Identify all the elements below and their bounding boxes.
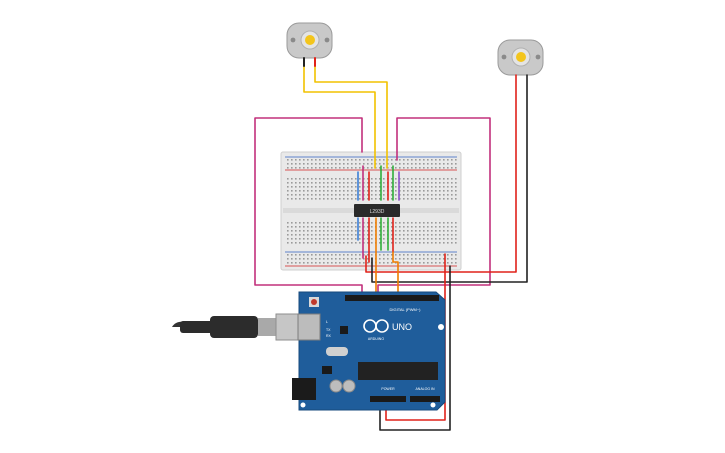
wires	[254, 57, 528, 431]
analog-header-label: ANALOG IN	[415, 387, 435, 391]
wire-magenta-right	[377, 117, 491, 297]
wire-magenta-left	[254, 117, 363, 297]
breadboard-holes	[287, 159, 457, 264]
power-header-label: POWER	[381, 387, 395, 391]
rx-label: RX	[326, 334, 332, 338]
usb-jack	[297, 313, 321, 341]
regulator	[322, 366, 332, 374]
atmega-chip	[358, 362, 438, 380]
dc-motor-left[interactable]	[286, 22, 333, 59]
arduino-logo-icon	[363, 319, 389, 333]
analog-pin-header	[410, 396, 440, 402]
digital-header-label: DIGITAL (PWM~)	[390, 307, 422, 312]
dc-motor-right[interactable]	[497, 39, 544, 76]
wire-yellow-1	[303, 59, 376, 169]
arduino-uno-board[interactable]: DIGITAL (PWM~) UNO ARDUINO L TX RX POWER…	[292, 291, 446, 411]
wire-right-motor-red	[365, 74, 517, 273]
reset-button-cap[interactable]	[311, 299, 317, 305]
small-ic	[340, 326, 348, 334]
crystal	[326, 347, 348, 356]
tx-label: TX	[326, 328, 331, 332]
usb-cable[interactable]	[172, 313, 303, 341]
power-jack	[292, 378, 316, 400]
power-pin-header	[370, 396, 406, 402]
wire-yellow-2	[314, 59, 388, 169]
wire-power-black	[379, 265, 451, 431]
board-model: UNO	[392, 322, 412, 332]
l-led-label: L	[326, 320, 328, 324]
board-brand: ARDUINO	[368, 337, 384, 341]
capacitor-2	[342, 379, 356, 393]
wire-orange-2	[392, 251, 399, 297]
chip-label: L293D	[370, 209, 385, 215]
capacitor-1	[329, 379, 343, 393]
motor-driver-chip[interactable]: L293D	[354, 204, 400, 217]
digital-header	[345, 295, 439, 301]
